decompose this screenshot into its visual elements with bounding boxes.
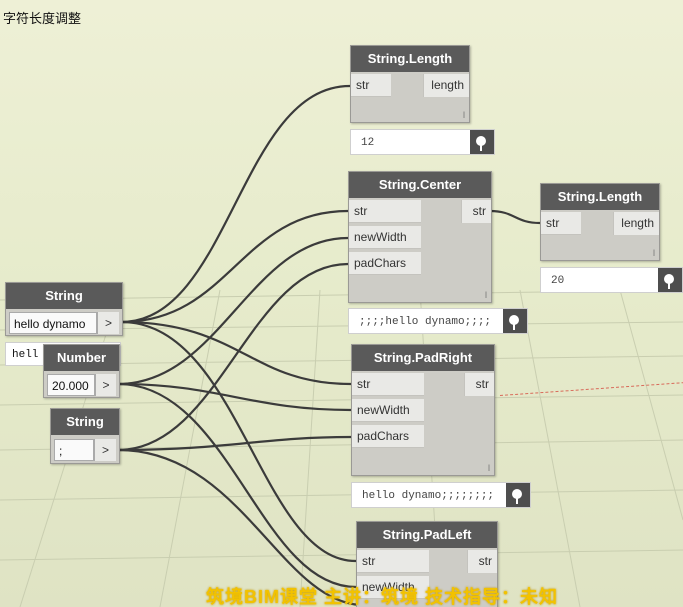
node-title: String.Length: [541, 184, 659, 210]
output-port-str[interactable]: str: [467, 550, 497, 573]
node-title: String.PadRight: [352, 345, 494, 371]
node-string-input-2[interactable]: String ; >: [50, 408, 120, 464]
preview-value: hell: [12, 349, 39, 361]
wire: [120, 84, 351, 324]
string-value-field[interactable]: hello dynamo: [9, 312, 97, 334]
wire: [117, 382, 357, 589]
node-string-center[interactable]: String.Center str newWidth padChars str …: [348, 171, 492, 303]
preview-value: 20: [551, 275, 565, 287]
output-port-arrow[interactable]: >: [95, 374, 116, 396]
output-port-arrow[interactable]: >: [94, 439, 116, 461]
node-title: String: [6, 283, 122, 309]
output-port-str[interactable]: str: [464, 373, 494, 396]
input-port-newwidth[interactable]: newWidth: [357, 576, 429, 599]
node-status: l: [485, 290, 487, 300]
pin-button[interactable]: [503, 309, 527, 333]
wire: [117, 236, 349, 386]
output-port-arrow[interactable]: >: [97, 312, 119, 334]
string-value-field[interactable]: ;: [54, 439, 94, 461]
pin-button[interactable]: [470, 130, 494, 154]
wire: [120, 320, 352, 386]
preview-string-length-1: 12: [350, 129, 495, 155]
canvas-title: 字符长度调整: [3, 11, 82, 26]
pin-icon: [664, 274, 674, 289]
output-port-length[interactable]: length: [423, 74, 469, 97]
output-port-str[interactable]: str: [461, 200, 491, 223]
input-port-str[interactable]: str: [541, 212, 581, 235]
wire: [117, 435, 352, 452]
input-port-padchars[interactable]: padChars: [349, 252, 421, 275]
pin-button[interactable]: [658, 268, 682, 292]
preview-string-center: ;;;;hello dynamo;;;;: [348, 308, 528, 334]
input-port-padchars[interactable]: padChars: [352, 425, 424, 448]
pin-icon: [476, 136, 486, 151]
node-string-length-2[interactable]: String.Length str length l: [540, 183, 660, 261]
wire: [120, 209, 349, 324]
number-value-field[interactable]: 20.000: [47, 374, 95, 396]
wire: [117, 448, 361, 607]
pin-icon: [512, 489, 522, 504]
pin-icon: [509, 315, 519, 330]
preview-string-length-2: 20: [540, 267, 683, 293]
preview-string-padright: hello dynamo;;;;;;;;: [351, 482, 531, 508]
node-status: l: [653, 248, 655, 258]
input-port-str[interactable]: str: [351, 74, 391, 97]
node-string-input-1[interactable]: String hello dynamo >: [5, 282, 123, 336]
preview-value: 12: [361, 137, 375, 149]
watermark-caption: 筑境BIM课堂 主讲：筑境 技术指导：未知: [206, 587, 558, 607]
node-string-length-1[interactable]: String.Length str length l: [350, 45, 470, 123]
node-title: String.Length: [351, 46, 469, 72]
wire: [489, 209, 541, 225]
wire: [117, 262, 349, 452]
input-port-str[interactable]: str: [352, 373, 424, 396]
input-port-newwidth[interactable]: newWidth: [352, 399, 424, 422]
wire: [120, 320, 357, 563]
preview-value: ;;;;hello dynamo;;;;: [359, 316, 492, 328]
wire: [117, 382, 352, 412]
node-title: String.Center: [349, 172, 491, 198]
input-port-newwidth[interactable]: newWidth: [349, 226, 421, 249]
pin-button[interactable]: [506, 483, 530, 507]
input-port-str[interactable]: str: [357, 550, 429, 573]
node-title: String.PadLeft: [357, 522, 497, 548]
output-port-length[interactable]: length: [613, 212, 659, 235]
preview-value: hello dynamo;;;;;;;;: [362, 490, 495, 502]
node-title: Number: [44, 345, 119, 371]
node-title: String: [51, 409, 119, 435]
node-string-padleft[interactable]: String.PadLeft str newWidth str: [356, 521, 498, 607]
node-number[interactable]: Number 20.000 >: [43, 344, 120, 398]
node-status: l: [463, 110, 465, 120]
input-port-str[interactable]: str: [349, 200, 421, 223]
node-string-padright[interactable]: String.PadRight str newWidth padChars st…: [351, 344, 495, 476]
node-status: l: [488, 463, 490, 473]
